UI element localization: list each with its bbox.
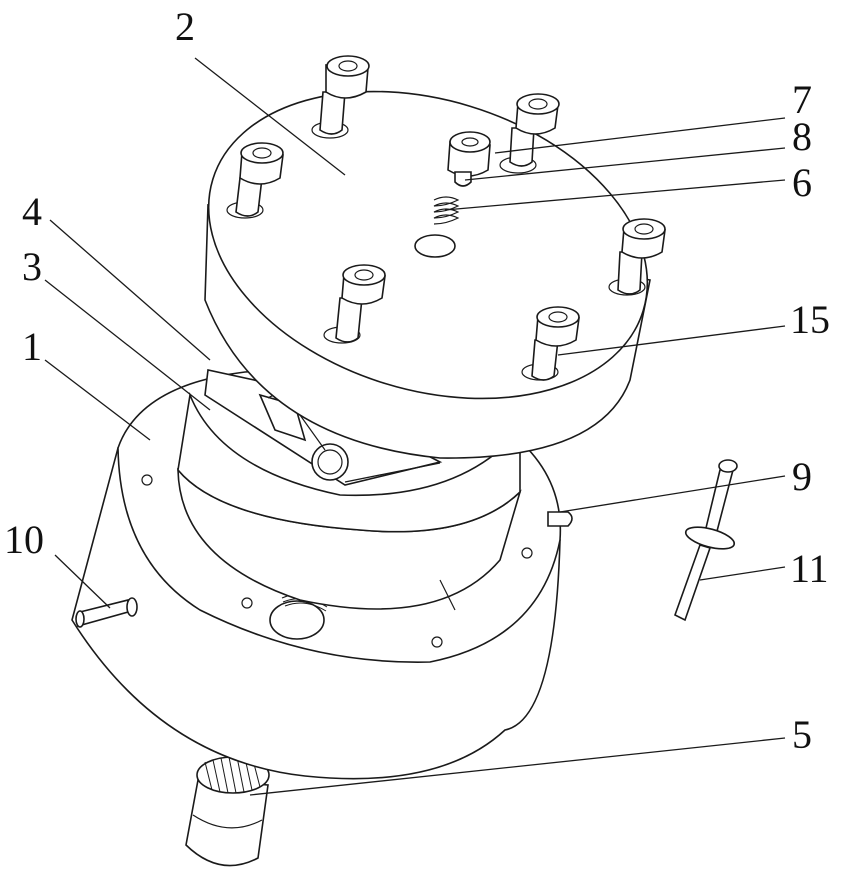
callout-1: 1: [22, 324, 42, 369]
callout-3: 3: [22, 244, 42, 289]
callout-4: 4: [22, 189, 42, 234]
bolt-4: [608, 218, 666, 296]
callout-11: 11: [790, 546, 829, 591]
bolt-1: [311, 55, 370, 139]
callout-5: 5: [792, 712, 812, 757]
callout-8: 8: [792, 114, 812, 159]
spring-part-6: [433, 196, 460, 225]
bolt-3: [226, 142, 284, 219]
callout-2: 2: [175, 4, 195, 49]
callout-7: 7: [792, 77, 812, 122]
pin-part-9: [547, 511, 573, 527]
plunger-part-7: [447, 131, 491, 177]
callout-6: 6: [792, 160, 812, 205]
knob-part-5: [185, 756, 270, 867]
bolt-5: [323, 264, 386, 344]
bolt-6: [521, 306, 580, 381]
bolt-set-part-15: [226, 55, 666, 381]
callout-15: 15: [790, 297, 830, 342]
callout-9: 9: [792, 454, 812, 499]
bolt-2: [499, 93, 560, 174]
rivet-part-11: [674, 459, 738, 622]
leader-lines: [44, 57, 786, 796]
bore-hole: [414, 234, 456, 258]
callout-labels: 2 4 3 1 10 7 8 6 15 9 11 5: [4, 4, 830, 757]
screw-part-10: [75, 597, 138, 628]
callout-10: 10: [4, 517, 44, 562]
ring-part-3: [177, 392, 522, 611]
pin-part-8: [454, 171, 472, 187]
